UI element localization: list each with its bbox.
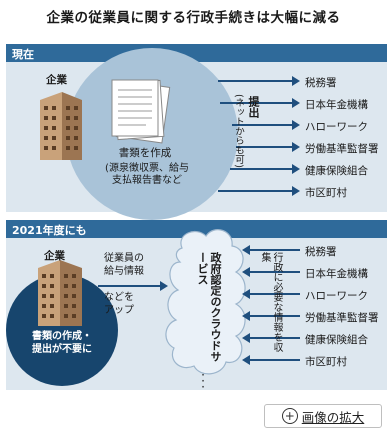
upload-line3: などを xyxy=(104,292,134,303)
current-office-4: 健康保険組合 xyxy=(305,165,368,177)
not-needed-line1: 書類の作成・ xyxy=(32,331,92,342)
not-needed-line2: 提出が不要に xyxy=(32,344,92,355)
future-arrows xyxy=(242,245,300,365)
future-office-4: 健康保険組合 xyxy=(305,334,368,346)
future-diagram-graphics xyxy=(6,229,300,386)
zoom-image-button[interactable]: + 画像の拡大 xyxy=(264,404,382,428)
ellipsis-dots: ··· xyxy=(201,368,205,394)
doc-sub-line2: 支払報告書など xyxy=(112,175,182,186)
future-office-5: 市区町村 xyxy=(305,356,347,368)
current-band-label: 現在 xyxy=(12,48,34,61)
upload-line1: 従業員の xyxy=(104,253,144,264)
current-band: 現在 xyxy=(6,44,387,62)
building-icon xyxy=(40,92,82,160)
collect-label: 行政に必要な情報を収集 xyxy=(259,252,282,352)
current-office-0: 税務署 xyxy=(305,77,337,89)
building-icon-future xyxy=(38,260,82,326)
upload-line4: アップ xyxy=(104,305,134,316)
current-office-2: ハローワーク xyxy=(305,121,368,133)
future-office-0: 税務署 xyxy=(305,246,337,258)
upload-line2: 給与情報 xyxy=(104,266,144,277)
current-diagram-graphics xyxy=(40,48,300,220)
future-office-2: ハローワーク xyxy=(305,290,368,302)
current-arrows xyxy=(218,76,300,196)
current-office-5: 市区町村 xyxy=(305,187,347,199)
zoom-image-label: 画像の拡大 xyxy=(301,409,365,425)
doc-create-label: 書類を作成 xyxy=(118,147,172,159)
upload-arrow-icon xyxy=(98,281,168,291)
current-office-3: 労働基準監督署 xyxy=(305,143,379,155)
figure-title: 企業の従業員に関する行政手続きは大幅に減る xyxy=(46,10,341,26)
cloud-label: 政府認定のクラウドサービス xyxy=(196,252,222,362)
future-corp-label: 企業 xyxy=(44,250,65,262)
submit-label: 提出 xyxy=(247,96,260,118)
submit-sub-label: (ネットからも可) xyxy=(233,94,244,168)
doc-sub-line1: (源泉徴収票、給与 xyxy=(105,163,189,174)
current-office-1: 日本年金機構 xyxy=(305,99,368,111)
future-office-1: 日本年金機構 xyxy=(305,268,368,280)
future-office-3: 労働基準監督署 xyxy=(305,312,379,324)
future-band: 2021年度にも xyxy=(6,220,387,238)
zoom-in-icon: + xyxy=(281,408,298,424)
current-corp-label: 企業 xyxy=(46,74,67,86)
future-band-label: 2021年度にも xyxy=(12,224,87,237)
infographic: 企業の従業員に関する行政手続きは大幅に減る 現在 xyxy=(6,10,387,394)
cloud-icon xyxy=(165,229,246,375)
document-stack-icon xyxy=(111,79,171,144)
not-needed-circle xyxy=(6,274,118,386)
